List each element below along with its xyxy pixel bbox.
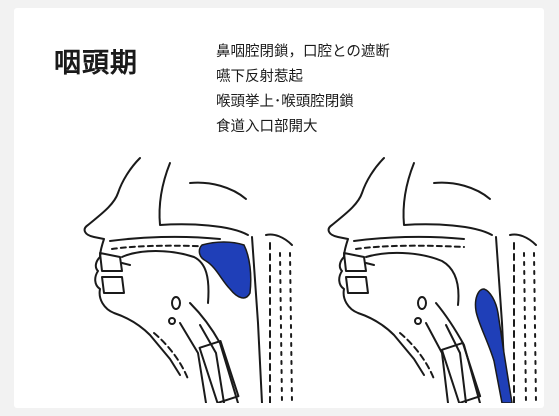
palate [354,237,464,241]
palate [110,237,220,241]
skull-inner [403,163,492,235]
phase-notes-list: 鼻咽腔閉鎖，口腔との遮断 嚥下反射惹起 喉頭挙上･喉頭腔閉鎖 食道入口部開大 [216,40,390,140]
page-title: 咽頭期 [54,41,138,80]
tongue [122,251,208,303]
food-bolus [199,242,250,298]
upper-teeth [344,253,366,271]
note-item: 鼻咽腔閉鎖，口腔との遮断 [216,40,390,65]
pharynx-wall [252,237,262,403]
sagittal-head-right-figure [314,153,544,403]
note-item: 喉頭挙上･喉頭腔閉鎖 [216,90,390,115]
upper-teeth [100,253,122,271]
slide: 咽頭期 鼻咽腔閉鎖，口腔との遮断 嚥下反射惹起 喉頭挙上･喉頭腔閉鎖 食道入口部… [14,8,544,408]
note-item: 嚥下反射惹起 [216,65,390,90]
sagittal-head-left-figure [70,153,300,403]
note-item: 食道入口部開大 [216,115,390,140]
face-profile [85,158,180,375]
food-bolus [475,289,512,403]
skull-inner [159,163,248,235]
tongue [366,253,458,305]
